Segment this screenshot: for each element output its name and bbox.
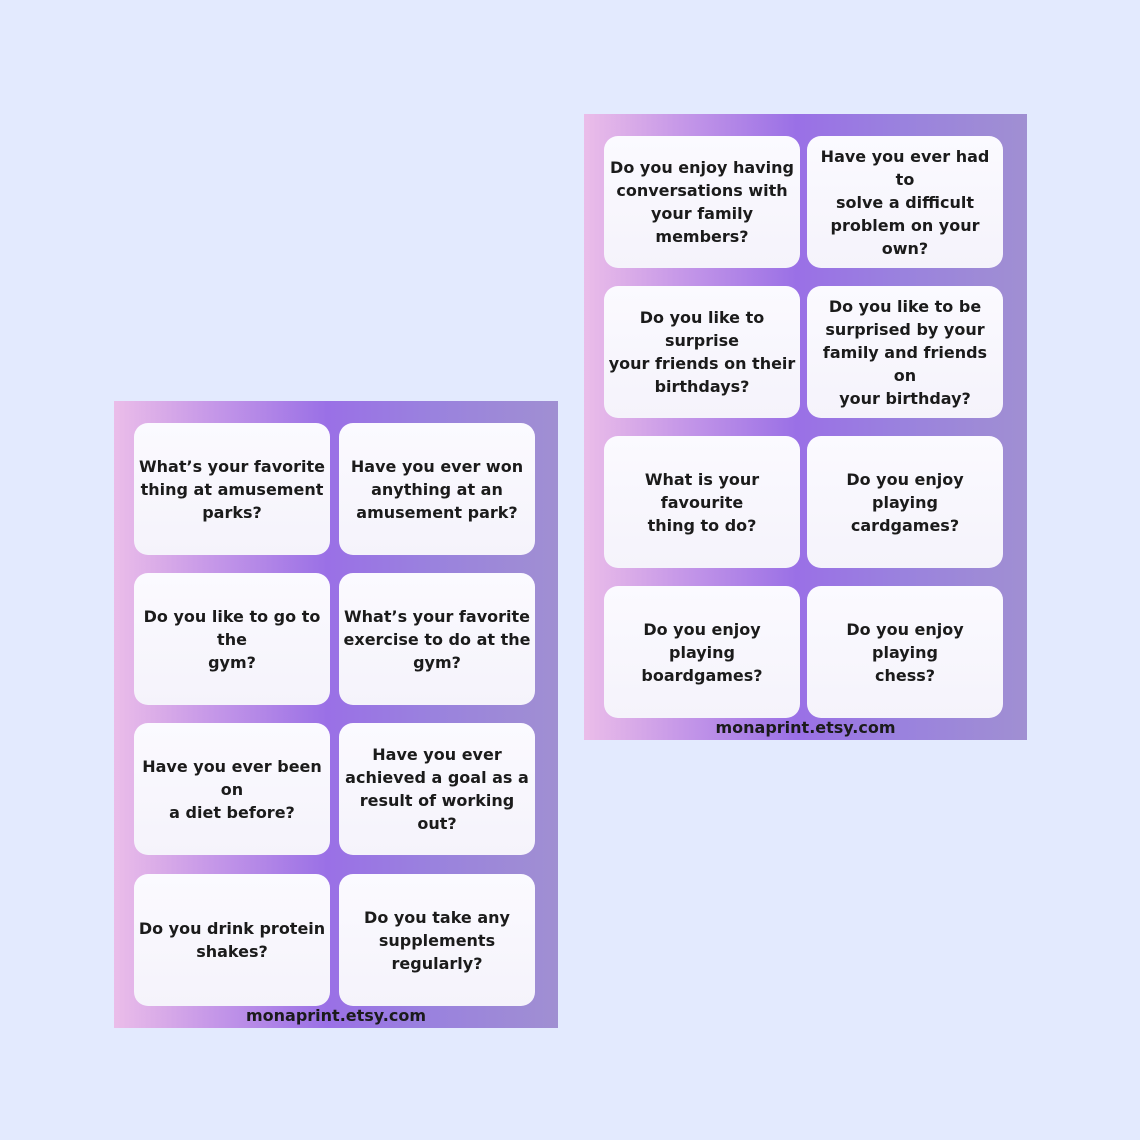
- question-text: Do you take any supplements regularly?: [364, 907, 510, 973]
- question-card: Do you take any supplements regularly?: [339, 874, 535, 1006]
- question-card: What’s your favorite thing at amusement …: [134, 423, 330, 555]
- question-card: Do you like to surprise your friends on …: [604, 286, 800, 418]
- question-card: What’s your favorite exercise to do at t…: [339, 573, 535, 705]
- question-card: What is your favourite thing to do?: [604, 436, 800, 568]
- question-text: Have you ever been on a diet before?: [142, 756, 322, 822]
- question-text: Do you enjoy playing boardgames?: [641, 619, 763, 685]
- question-card: Have you ever achieved a goal as a resul…: [339, 723, 535, 855]
- question-text: What’s your favorite exercise to do at t…: [343, 606, 531, 672]
- question-text: What is your favourite thing to do?: [644, 469, 760, 535]
- question-card: Do you enjoy having conversations with y…: [604, 136, 800, 268]
- question-text: Do you drink protein shakes?: [138, 919, 326, 961]
- question-text: Have you ever achieved a goal as a resul…: [345, 745, 529, 833]
- question-card: Do you enjoy playing boardgames?: [604, 586, 800, 718]
- question-text: Do you enjoy having conversations with y…: [610, 158, 794, 246]
- question-card: Do you enjoy playing cardgames?: [807, 436, 1003, 568]
- question-text: Have you ever won anything at an amuseme…: [350, 456, 524, 522]
- question-card: Do you like to be surprised by your fami…: [807, 286, 1003, 418]
- question-text: Do you like to be surprised by your fami…: [822, 296, 988, 408]
- question-text: Do you like to go to the gym?: [143, 606, 321, 672]
- question-text: Do you like to surprise your friends on …: [608, 308, 796, 396]
- sheet-footer-url: monaprint.etsy.com: [715, 718, 896, 737]
- question-text: Do you enjoy playing chess?: [846, 619, 964, 685]
- sheet-footer-url: monaprint.etsy.com: [245, 1006, 426, 1025]
- question-text: Have you ever had to solve a difficult p…: [820, 146, 990, 258]
- question-text: What’s your favorite thing at amusement …: [139, 456, 325, 522]
- question-sheet-right: Do you enjoy having conversations with y…: [584, 114, 1027, 740]
- question-card: Have you ever had to solve a difficult p…: [807, 136, 1003, 268]
- question-text: Do you enjoy playing cardgames?: [846, 469, 964, 535]
- question-card: Have you ever been on a diet before?: [134, 723, 330, 855]
- question-card: Do you like to go to the gym?: [134, 573, 330, 705]
- question-card: Have you ever won anything at an amuseme…: [339, 423, 535, 555]
- question-card: Do you enjoy playing chess?: [807, 586, 1003, 718]
- question-card: Do you drink protein shakes?: [134, 874, 330, 1006]
- question-sheet-left: What’s your favorite thing at amusement …: [114, 401, 558, 1028]
